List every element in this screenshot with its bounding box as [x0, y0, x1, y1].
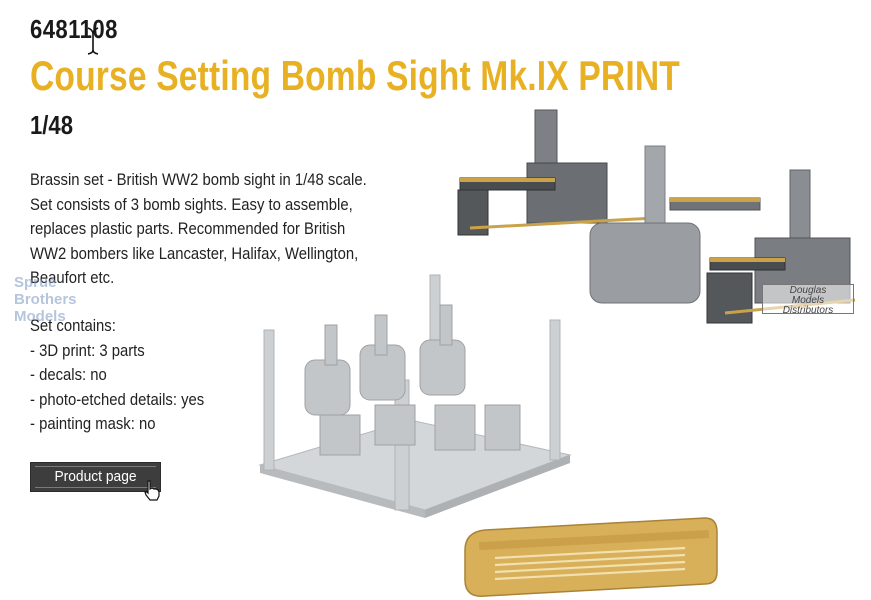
- bomb-sight-grey-middle: [589, 145, 761, 304]
- description-line: Brassin set - British WW2 bomb sight in …: [30, 171, 367, 189]
- contents-heading: Set contains:: [30, 317, 116, 335]
- watermark-text: Sprue: [14, 274, 57, 291]
- i-beam-cursor-icon: [87, 27, 99, 55]
- douglas-models-watermark: Douglas Models Distributors: [762, 284, 854, 316]
- watermark-text: Models: [14, 308, 66, 325]
- description-line: WW2 bombers like Lancaster, Halifax, Wel…: [30, 244, 359, 263]
- description-line: replaces plastic parts. Recommended for …: [30, 220, 346, 238]
- contents-item: - photo-etched details: yes: [30, 390, 205, 409]
- product-page-button-label: Product page: [54, 468, 137, 485]
- 3d-print-parts-image: [258, 274, 572, 518]
- watermark-text: Douglas: [789, 285, 827, 296]
- hand-pointer-icon: [144, 480, 160, 501]
- product-code: 6481108: [30, 14, 118, 44]
- description-line: Beaufort etc.: [30, 269, 115, 287]
- button-frame: [35, 466, 156, 488]
- photo-etched-fret-image: [464, 517, 718, 597]
- description-line: Set consists of 3 bomb sights. Easy to a…: [30, 195, 353, 214]
- bomb-sight-dark-left: [457, 109, 656, 236]
- contents-item: - decals: no: [30, 366, 107, 384]
- watermark-text: Brothers: [14, 291, 77, 308]
- spruebrothers-watermark: Sprue Brothers Models: [14, 274, 104, 325]
- product-scale: 1/48: [30, 110, 74, 140]
- watermark-text: Distributors: [782, 305, 834, 316]
- watermark-text: Models: [791, 295, 825, 306]
- contents-item: - 3D print: 3 parts: [30, 341, 145, 360]
- set-contents-list: Set contains: - 3D print: 3 parts - deca…: [30, 314, 204, 437]
- product-title: Course Setting Bomb Sight Mk.IX PRINT: [30, 52, 680, 99]
- product-page-button[interactable]: Product page: [30, 462, 161, 492]
- contents-item: - painting mask: no: [30, 415, 156, 433]
- product-description: Brassin set - British WW2 bomb sight in …: [30, 168, 390, 291]
